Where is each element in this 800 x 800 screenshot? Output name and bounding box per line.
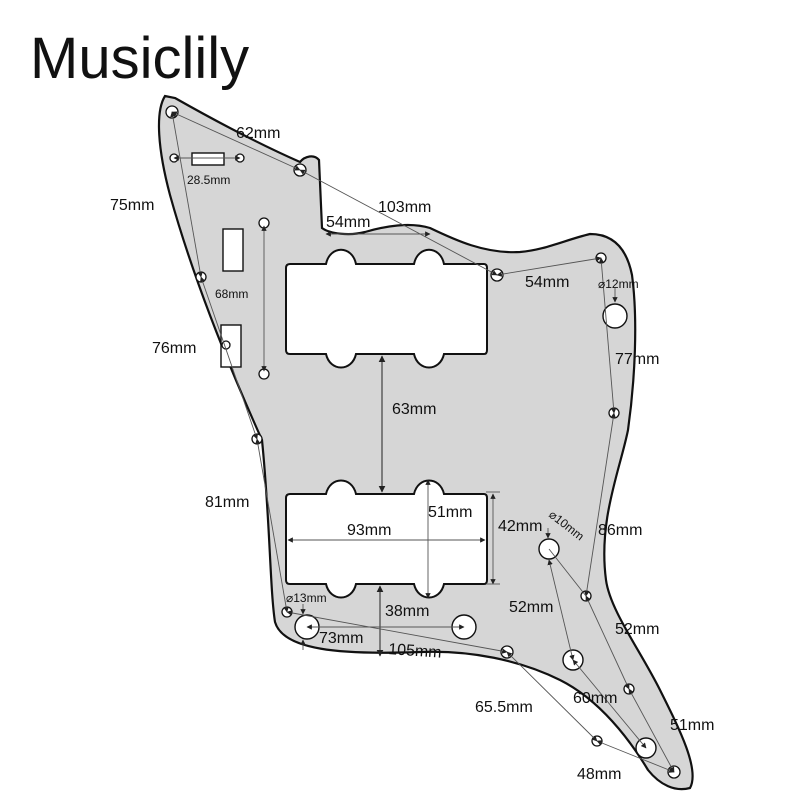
label-77mm: 77mm bbox=[615, 351, 659, 368]
dimension-lines bbox=[170, 111, 675, 773]
label-86mm: 86mm bbox=[598, 522, 642, 539]
label-42mm: 42mm bbox=[498, 518, 542, 535]
label-12mm-diameter: ⌀12mm bbox=[598, 277, 639, 291]
label-81mm: 81mm bbox=[205, 494, 249, 511]
brand-title: Musiclily bbox=[30, 26, 249, 91]
top-switch-slot bbox=[191, 152, 225, 166]
label-103mm: 103mm bbox=[378, 199, 431, 216]
label-75mm: 75mm bbox=[110, 197, 154, 214]
label-62mm: 62mm bbox=[236, 125, 280, 142]
label-51mm-lower: 51mm bbox=[670, 717, 714, 734]
label-51mm-height: 51mm bbox=[428, 504, 472, 521]
label-52mm-left: 52mm bbox=[509, 599, 553, 616]
label-13mm-diameter: ⌀13mm bbox=[286, 591, 327, 605]
upper-side-switch-slot bbox=[222, 228, 244, 272]
label-54mm-right: 54mm bbox=[525, 274, 569, 291]
label-28-5mm: 28.5mm bbox=[187, 173, 230, 187]
label-68mm: 68mm bbox=[215, 287, 248, 301]
neck-pickup-cavity bbox=[285, 248, 488, 369]
dimension-labels: 62mm 28.5mm 75mm 103mm 54mm 54mm ⌀12mm 6… bbox=[110, 125, 714, 783]
label-105mm: 105mm bbox=[388, 641, 442, 662]
label-60mm: 60mm bbox=[573, 690, 617, 707]
bridge-pickup-cavity bbox=[285, 479, 488, 599]
label-54mm-top: 54mm bbox=[326, 214, 370, 231]
label-76mm: 76mm bbox=[152, 340, 196, 357]
label-73mm: 73mm bbox=[319, 630, 363, 647]
label-93mm: 93mm bbox=[347, 522, 391, 539]
label-38mm: 38mm bbox=[385, 603, 429, 620]
label-52mm-right: 52mm bbox=[615, 621, 659, 638]
label-65-5mm: 65.5mm bbox=[475, 699, 533, 716]
label-63mm: 63mm bbox=[392, 401, 436, 418]
label-48mm: 48mm bbox=[577, 766, 621, 783]
